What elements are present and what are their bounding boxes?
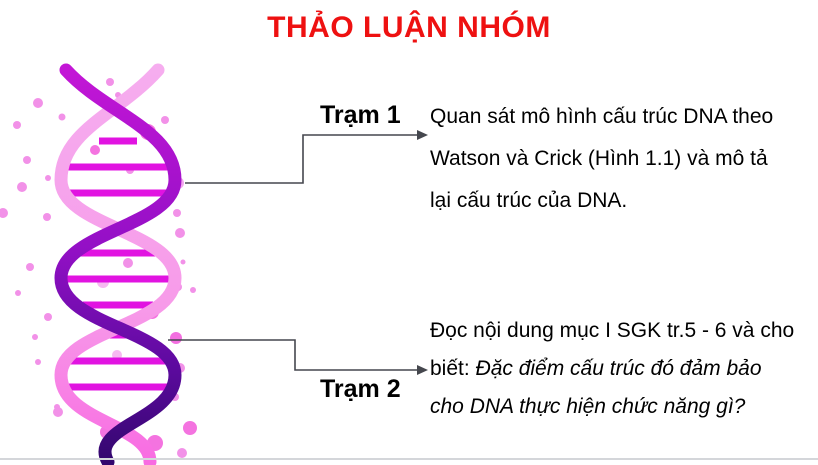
station-1-text: Quan sát mô hình cấu trúc DNA theo Watso… [430,96,818,222]
text-line: Watson và Crick (Hình 1.1) và mô tả [430,147,768,170]
dna-helix-icon [0,63,197,465]
station-2-label: Trạm 2 [320,375,401,403]
text-line: cho DNA thực hiện chức năng gì? [430,395,746,418]
text-line: Quan sát mô hình cấu trúc DNA theo [430,105,774,128]
dna-strand-back [54,63,182,465]
text-normal: biết: [430,357,476,380]
arrow-tram-1-icon [185,130,428,184]
station-2-text: Đọc nội dung mục I SGK tr.5 - 6 và cho b… [430,312,818,426]
text-emphasis: Đặc điểm cấu trúc đó đảm bảo [475,357,762,380]
bottom-divider [0,458,818,460]
text-line: Đọc nội dung mục I SGK tr.5 - 6 và cho [430,319,795,342]
dna-rungs [62,137,174,404]
station-1-label: Trạm 1 [320,101,401,129]
text-line: lại cấu trúc của DNA. [430,189,628,212]
dna-strand-front [54,63,182,465]
slide-title: THẢO LUẬN NHÓM [267,11,551,44]
text-line: biết: Đặc điểm cấu trúc đó đảm bảo [430,350,818,388]
